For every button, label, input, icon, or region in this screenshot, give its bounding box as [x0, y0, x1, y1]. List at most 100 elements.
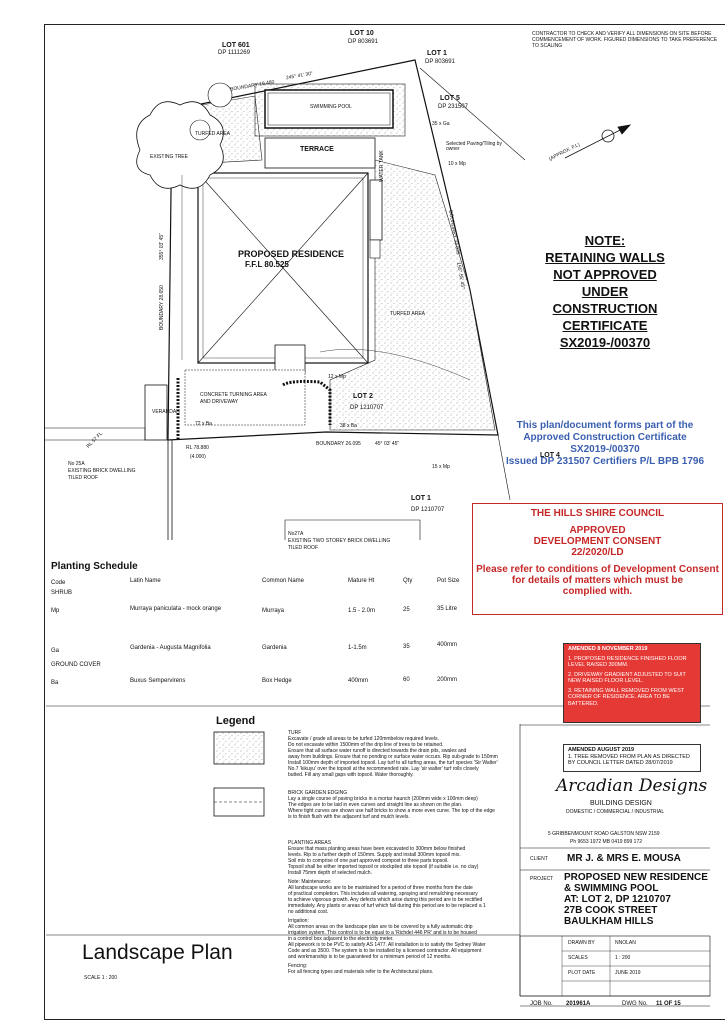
- boundary-bottom: BOUNDARY 26.095: [316, 441, 361, 447]
- planting-line: Topsoil shall be either imported topsoil…: [288, 864, 479, 870]
- ffl-label: F.F.L 80.525: [245, 260, 289, 269]
- cert-line-2: Approved Construction Certificate: [523, 432, 687, 443]
- irrig-title: Irrigation:: [288, 918, 309, 924]
- consent-note-3: complied with.: [562, 586, 633, 597]
- no27a-desc: EXISTING TWO STOREY BRICK DWELLING: [288, 538, 391, 544]
- irrig-line: in a control box adjacent to the electri…: [288, 936, 394, 942]
- drawing-scale: SCALE 1 : 200: [84, 975, 118, 981]
- cert-line-1: This plan/document forms part of the: [516, 420, 694, 431]
- cert-line-4: Issued DP 231507 Certifiers P/L BPB 1796: [505, 456, 705, 467]
- client-label: CLIENT: [530, 856, 548, 862]
- turf-line: Do not excavate within 1500mm of the dri…: [288, 742, 444, 748]
- company-name: BUILDING DESIGN: [590, 800, 652, 807]
- legend-turf-swatch: [213, 731, 265, 765]
- project-line: PROPOSED NEW RESIDENCE: [564, 872, 708, 883]
- sched-h-qty: Qty: [403, 578, 413, 584]
- terrace-label: TERRACE: [300, 146, 334, 153]
- no27a-label: No27A: [288, 531, 304, 537]
- lot601-dp: DP 1111269: [218, 50, 250, 56]
- maint-line: immediately. Any plants or areas of turf…: [288, 903, 486, 909]
- lot10-dp: DP 803691: [348, 39, 378, 45]
- project-line: & SWIMMING POOL: [564, 883, 659, 894]
- maint-title: Note: Maintenance:: [288, 879, 332, 885]
- certificate-stamp: This plan/document forms part of the App…: [490, 420, 720, 468]
- edging-line: Where tight curves are shown use half br…: [288, 808, 495, 814]
- maint-line: no additional cost.: [288, 909, 329, 915]
- lot4-label: LOT 4: [540, 452, 560, 459]
- rl-left: RL 78.880: [186, 445, 209, 451]
- lot2-label: LOT 2: [353, 393, 373, 400]
- table-row-ba-pot: 200mm: [437, 677, 458, 683]
- legend-edging-text: BRICK GARDEN EDGING Lay a single course …: [288, 790, 518, 820]
- maint-line: of practical completion. This includes a…: [288, 891, 478, 897]
- fencing-title: Fencing:: [288, 963, 308, 969]
- consent-number: 22/2020/LD: [571, 547, 624, 558]
- project-label: PROJECT: [530, 876, 554, 882]
- ba-38-label: 38 x Ba: [340, 423, 357, 429]
- existing-tree-label: EXISTING TREE: [150, 154, 188, 160]
- cert-line-3: SX2019-/00370: [570, 444, 640, 455]
- maint-line: All landscape works are to be maintained…: [288, 885, 473, 891]
- irrig-line: and workmanship is to be guaranteed for …: [288, 954, 452, 960]
- turf-line: Ensure that all surface water runoff is …: [288, 748, 467, 754]
- job-label: JOB No.: [530, 1001, 553, 1007]
- irrig-line: All pipework is to be PVC to satisfy AS …: [288, 942, 486, 948]
- turfed-area-top-label: TURFED AREA: [195, 131, 231, 137]
- amend-item-1: 1. PROPOSED RESIDENCE FINISHED FLOOR LEV…: [568, 655, 687, 669]
- sched-h-latin: Latin Name: [130, 578, 161, 584]
- amendment-box-november: AMENDED 8 NOVEMBER 2019 1. PROPOSED RESI…: [563, 643, 701, 723]
- bearing-left: 355° 03' 45": [159, 233, 165, 260]
- paving-note: Selected Paving/Tiling by owner: [446, 141, 502, 152]
- consent-note-1: Please refer to conditions of Developmen…: [476, 564, 719, 575]
- note-line-4: UNDER: [581, 284, 629, 299]
- pool-label: SWIMMING POOL: [310, 104, 352, 110]
- water-tank-label: WATER TANK: [379, 150, 385, 182]
- project-line: AT: LOT 2, DP 1210707: [564, 894, 671, 905]
- mp-10-label: 10 x Mp: [448, 161, 466, 167]
- sched-h-code: Code: [51, 580, 66, 586]
- amend-item-3: 3. RETAINING WALL REMOVED FROM WEST CORN…: [568, 687, 685, 707]
- table-row-mp-qty: 25: [403, 607, 410, 613]
- sched-shrub-label: SHRUB: [51, 590, 73, 596]
- table-row-mp-height: 1.5 - 2.0m: [348, 608, 376, 614]
- ba-72-label: 72 x Ba: [195, 421, 212, 427]
- table-row-mp-common: Murraya: [262, 608, 285, 614]
- swimming-pool: [264, 89, 394, 129]
- edging-line: Lay a single course of paving bricks in …: [288, 796, 478, 802]
- table-row-ga-common: Gardenia: [262, 645, 287, 651]
- retaining-wall-note: NOTE: RETAINING WALLS NOT APPROVED UNDER…: [510, 232, 700, 351]
- drawing-title: Landscape Plan: [82, 941, 233, 964]
- bearing-bottom: 45° 03' 45": [375, 441, 400, 447]
- sched-h-height: Mature Ht: [348, 578, 375, 584]
- approved-label: APPROVED: [569, 525, 626, 536]
- edging-line: The edges are to be laid in even curves …: [288, 802, 463, 808]
- planting-title: PLANTING AREAS: [288, 840, 332, 846]
- company-sub: DOMESTIC / COMMERCIAL / INDUSTRIAL: [566, 809, 665, 815]
- lot10-label: LOT 10: [350, 30, 374, 37]
- turf-line: butted. Fill any small gaps with topsoil…: [288, 772, 414, 778]
- note-line-7: SX2019-/00370: [559, 335, 651, 350]
- drawing-sheet: [44, 24, 725, 1020]
- turf-title: TURF: [288, 730, 302, 736]
- legend-turf-text: TURF Excavate / grade all areas to be tu…: [288, 730, 518, 778]
- date-label: PLOT DATE: [568, 970, 596, 976]
- company-phone: Ph 9653 1972 MB 0419 899 172: [570, 839, 643, 845]
- mp-15-label: 15 x Mp: [432, 464, 450, 470]
- edging-title: BRICK GARDEN EDGING: [288, 790, 348, 796]
- lot1-top-dp: DP 803691: [425, 59, 455, 65]
- general-note-3: TO SCALING: [532, 43, 563, 49]
- amend-item-aug: 1. TREE REMOVED FROM PLAN AS DIRECTED BY…: [568, 753, 690, 767]
- driveway: [184, 369, 306, 426]
- no25a-roof: TILED ROOF: [68, 475, 99, 481]
- client-value: MR J. & MRS E. MOUSA: [567, 853, 681, 864]
- general-note-2: COMMENCEMENT OF WORK. FIGURED DIMENSIONS…: [532, 37, 718, 43]
- council-approval-stamp: THE HILLS SHIRE COUNCIL APPROVED DEVELOP…: [472, 503, 723, 615]
- neighbour-27a: [284, 519, 421, 540]
- verandah-label: VERANDAH: [152, 409, 180, 415]
- consent-label: DEVELOPMENT CONSENT: [533, 536, 662, 547]
- turf-line: away from buildings. Ensure that no pond…: [288, 754, 498, 760]
- company-address: 5 GRIBBENMOUNT ROAD GALSTON NSW 2159: [548, 831, 660, 837]
- residence-label: PROPOSED RESIDENCE: [238, 249, 345, 259]
- lot1-bottom-label: LOT 1: [411, 495, 431, 502]
- amendment-box-august: AMENDED AUGUST 2019 1. TREE REMOVED FROM…: [563, 744, 701, 772]
